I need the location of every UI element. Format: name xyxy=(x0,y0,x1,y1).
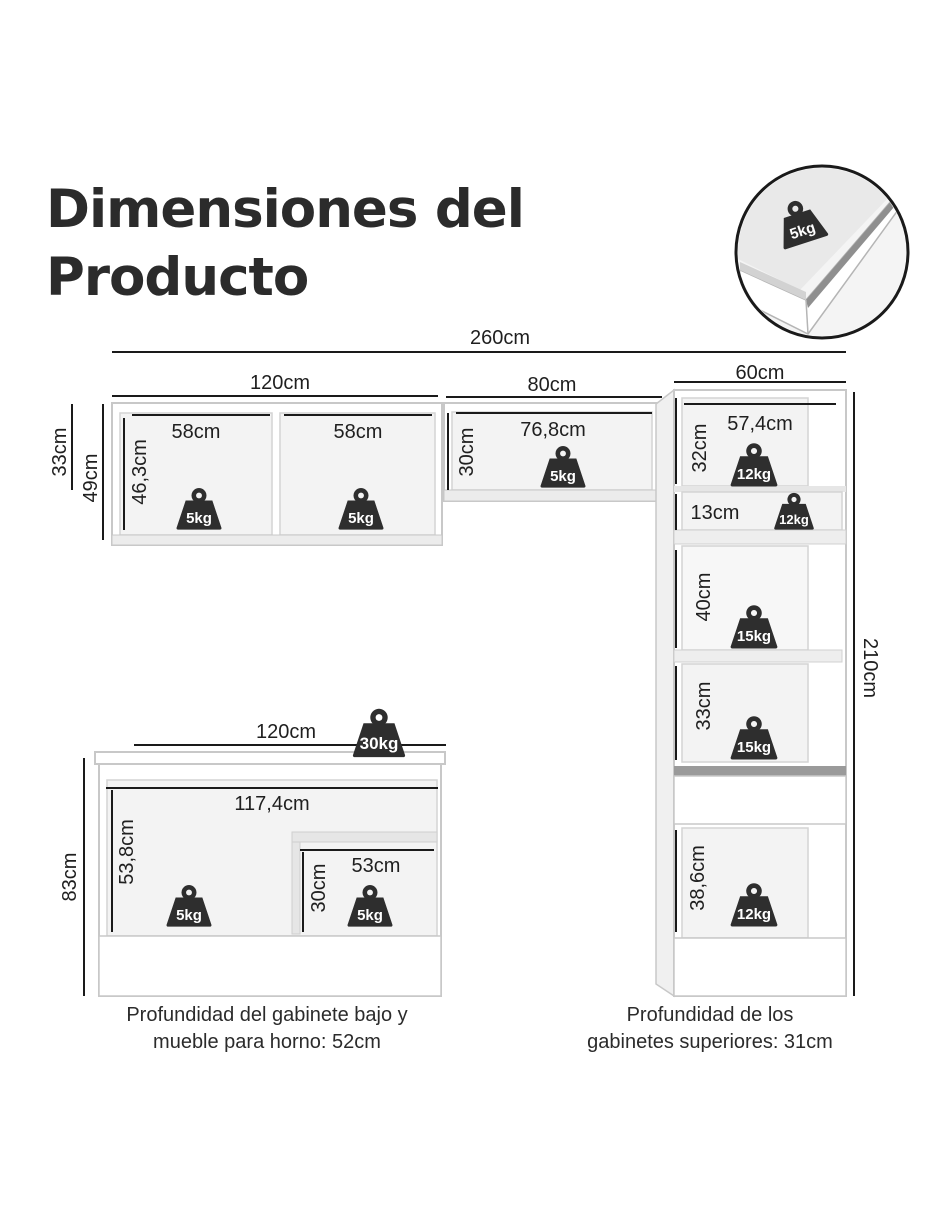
svg-text:30kg: 30kg xyxy=(360,734,399,753)
label-base-height: 83cm xyxy=(59,853,81,902)
weight-drawer-inset: 5kg xyxy=(770,194,829,250)
label-tall-shelf-gap: 13cm xyxy=(691,502,740,524)
label-total-width: 260cm xyxy=(470,327,530,349)
weight-base-right: 5kg xyxy=(347,885,393,927)
base-depth-line-1: Profundidad del gabinete bajo y xyxy=(126,1004,408,1026)
upper-cabinet-left xyxy=(111,402,443,546)
svg-text:5kg: 5kg xyxy=(176,907,202,924)
svg-text:5kg: 5kg xyxy=(348,510,374,527)
label-tall-total-height: 210cm xyxy=(859,638,881,698)
label-niche-2-width: 58cm xyxy=(334,421,383,443)
weight-base-left: 5kg xyxy=(166,885,212,927)
svg-text:5kg: 5kg xyxy=(550,468,576,485)
weight-upper-left-1: 5kg xyxy=(176,488,222,530)
label-tall-width: 60cm xyxy=(736,362,785,384)
weight-upper-left-2: 5kg xyxy=(338,488,384,530)
drawer-inset xyxy=(734,164,910,340)
label-middle-inner-width: 76,8cm xyxy=(520,419,586,441)
weight-tall-lower: 15kg xyxy=(730,716,778,760)
dimension-lines xyxy=(71,351,855,996)
upper-depth-line-1: Profundidad de los xyxy=(626,1004,794,1026)
upper-depth-line-2: gabinetes superiores: 31cm xyxy=(587,1031,833,1053)
upper-cabinet-middle xyxy=(443,402,663,502)
label-base-inner-height: 53,8cm xyxy=(116,819,138,885)
label-tall-lower-niche-height: 33cm xyxy=(693,682,715,731)
label-tall-mid-height: 40cm xyxy=(693,573,715,622)
label-base-width: 120cm xyxy=(256,721,316,743)
weight-tall-top: 12kg xyxy=(730,443,778,487)
label-base-inner-width: 117,4cm xyxy=(234,793,309,815)
label-middle-inner-height: 30cm xyxy=(456,428,478,477)
weight-tall-small: 12kg xyxy=(774,492,814,530)
label-tall-top-height: 32cm xyxy=(689,424,711,473)
label-base-shelf-width: 53cm xyxy=(352,855,401,877)
weight-tall-bottom: 12kg xyxy=(730,883,778,927)
weight-tall-mid: 15kg xyxy=(730,605,778,649)
page-title: Dimensiones del Producto xyxy=(46,176,525,312)
label-upper-middle-width: 80cm xyxy=(528,374,577,396)
label-tall-inner-width: 57,4cm xyxy=(727,413,793,435)
label-niche-1-width: 58cm xyxy=(172,421,221,443)
svg-text:15kg: 15kg xyxy=(737,628,771,645)
svg-text:12kg: 12kg xyxy=(779,512,809,527)
base-depth-caption: Profundidad del gabinete bajo y mueble p… xyxy=(92,1002,442,1056)
tall-cabinet xyxy=(655,388,847,998)
title-line-2: Producto xyxy=(46,247,309,308)
weight-base-top: 30kg xyxy=(352,708,406,758)
base-depth-line-2: mueble para horno: 52cm xyxy=(153,1031,381,1053)
label-base-shelf-height: 30cm xyxy=(308,864,330,913)
weight-upper-middle: 5kg xyxy=(540,446,586,488)
base-cabinet xyxy=(94,751,446,997)
svg-text:5kg: 5kg xyxy=(186,510,212,527)
label-upper-double-width: 120cm xyxy=(250,372,310,394)
label-upper-total-height: 49cm xyxy=(80,454,102,503)
label-niche-height: 46,3cm xyxy=(129,439,151,505)
svg-text:12kg: 12kg xyxy=(737,466,771,483)
label-tall-bottom-height: 38,6cm xyxy=(687,845,709,911)
upper-depth-caption: Profundidad de los gabinetes superiores:… xyxy=(560,1002,860,1056)
title-line-1: Dimensiones del xyxy=(46,179,525,240)
label-upper-outer-height: 33cm xyxy=(49,428,71,477)
svg-text:5kg: 5kg xyxy=(357,907,383,924)
svg-text:15kg: 15kg xyxy=(737,739,771,756)
svg-text:12kg: 12kg xyxy=(737,906,771,923)
